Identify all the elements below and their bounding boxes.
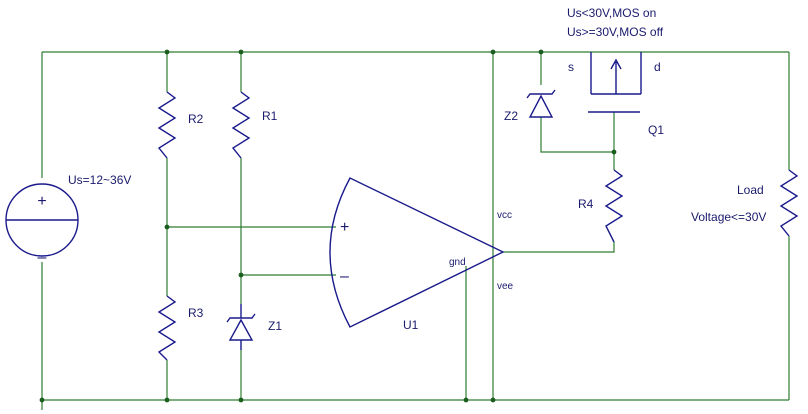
junction-dot bbox=[238, 272, 244, 278]
junction-dot bbox=[164, 224, 170, 230]
load-voltage-label: Voltage<=30V bbox=[691, 210, 766, 224]
resistor-r1: R1 bbox=[231, 91, 278, 159]
r3-label: R3 bbox=[188, 306, 204, 320]
r4-label: R4 bbox=[578, 197, 594, 211]
z1-triangle bbox=[228, 318, 254, 341]
opamp-vee-label: vee bbox=[497, 281, 514, 292]
junction-dot bbox=[490, 49, 496, 55]
opamp-u1: + – vcc vee gnd U1 bbox=[329, 177, 514, 332]
wires bbox=[41, 51, 790, 410]
r1-zigzag bbox=[231, 91, 251, 159]
junction-dot bbox=[39, 397, 45, 403]
r3-zigzag bbox=[157, 295, 177, 361]
junction-dot bbox=[238, 49, 244, 55]
mosfet-q1: s d Q1 bbox=[568, 52, 664, 137]
opamp-body bbox=[329, 177, 505, 328]
source-label: Us=12~36V bbox=[68, 173, 131, 187]
junction-dot bbox=[611, 149, 617, 155]
opamp-gnd-label: gnd bbox=[449, 257, 466, 268]
junction-dot bbox=[463, 397, 469, 403]
resistor-r3: R3 bbox=[157, 295, 204, 361]
r4-zigzag bbox=[604, 169, 624, 243]
load-zigzag bbox=[779, 169, 799, 237]
r1-label: R1 bbox=[262, 109, 278, 123]
voltage-source: + – Us=12~36V bbox=[5, 173, 131, 266]
output-wire bbox=[503, 242, 615, 253]
q1-arrow bbox=[610, 58, 622, 94]
z1-label: Z1 bbox=[268, 319, 282, 333]
resistor-r4: R4 bbox=[578, 169, 624, 243]
z2-bottom-wire bbox=[540, 117, 614, 153]
r2-zigzag bbox=[157, 91, 177, 159]
r2-label: R2 bbox=[188, 112, 204, 126]
junction-dot bbox=[238, 397, 244, 403]
zener-z2: Z2 bbox=[504, 89, 556, 123]
junction-dots bbox=[39, 49, 617, 403]
junction-dot bbox=[164, 397, 170, 403]
resistor-r2: R2 bbox=[157, 91, 204, 159]
junction-dot bbox=[490, 397, 496, 403]
source-minus: – bbox=[38, 249, 47, 266]
z2-bar bbox=[526, 89, 556, 99]
zener-z1: Z1 bbox=[226, 304, 282, 350]
junction-dot bbox=[538, 49, 544, 55]
q1-source-label: s bbox=[568, 60, 574, 74]
opamp-label: U1 bbox=[403, 318, 419, 332]
annotation-mos-on: Us<30V,MOS on bbox=[567, 6, 656, 20]
junction-dot bbox=[164, 49, 170, 55]
q1-label: Q1 bbox=[648, 123, 664, 137]
opamp-vcc-label: vcc bbox=[497, 210, 512, 221]
z1-bar bbox=[226, 313, 256, 323]
annotation-mos-off: Us>=30V,MOS off bbox=[567, 25, 664, 39]
load-resistor: Load Voltage<=30V bbox=[691, 169, 799, 237]
z2-triangle bbox=[528, 94, 554, 118]
q1-leads bbox=[590, 52, 642, 94]
load-label: Load bbox=[737, 183, 764, 197]
opamp-plus: + bbox=[340, 219, 349, 236]
opamp-minus: – bbox=[340, 268, 349, 285]
q1-drain-label: d bbox=[654, 60, 661, 74]
source-plus: + bbox=[37, 193, 46, 210]
z2-label: Z2 bbox=[504, 109, 518, 123]
